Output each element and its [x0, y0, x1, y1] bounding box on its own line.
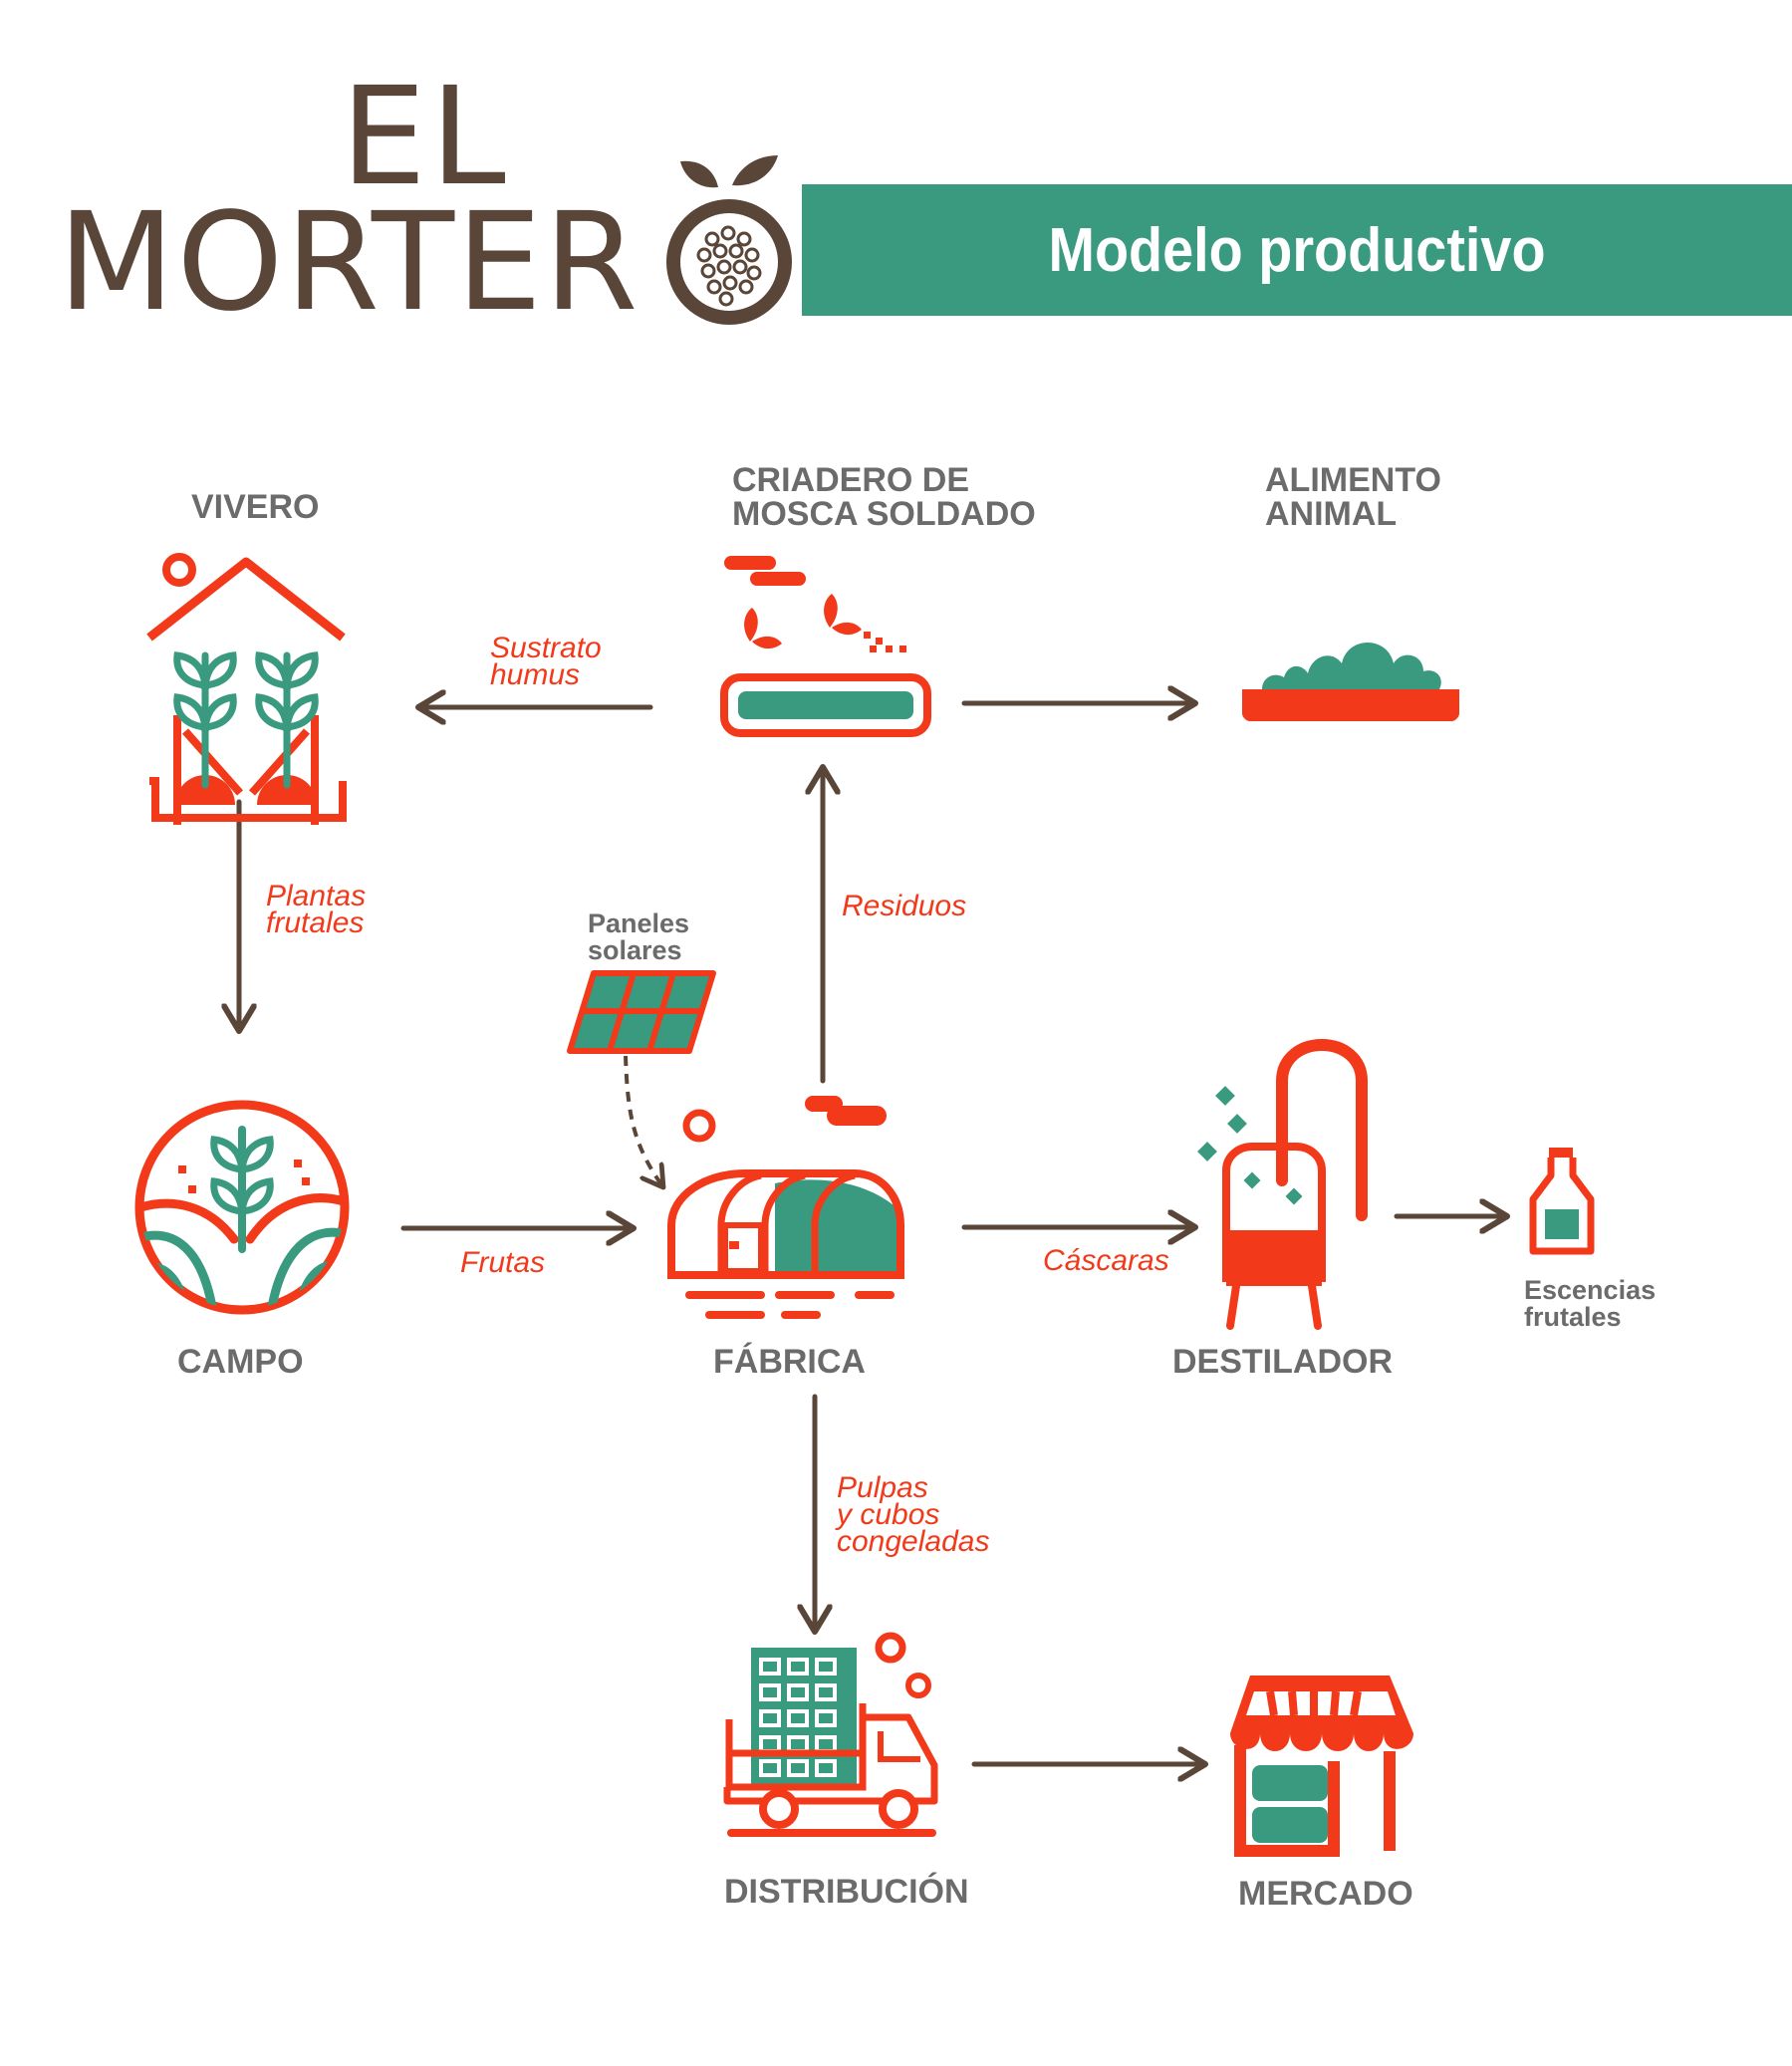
- node-label-paneles-line2: solares: [588, 935, 682, 965]
- mercado-store-icon: [1230, 1676, 1413, 1857]
- flow-label-sustrato-line2: humus: [490, 658, 581, 691]
- node-label-paneles: Paneles solares: [588, 910, 689, 964]
- vivero-greenhouse-icon: [146, 553, 347, 825]
- flow-label-sustrato: Sustrato humus: [490, 632, 602, 691]
- arrow-paneles-to-fabrica: [624, 1055, 663, 1187]
- node-label-alimento-line1: ALIMENTO: [1265, 461, 1441, 499]
- node-label-alimento: ALIMENTO ANIMAL: [1265, 463, 1441, 531]
- flow-label-sustrato-line1: Sustrato: [490, 632, 602, 664]
- logo-mortar-o-icon: [666, 155, 792, 325]
- node-label-criadero-line1: CRIADERO DE: [732, 461, 970, 499]
- flow-label-plantas-line2: frutales: [266, 906, 365, 939]
- node-label-escencias-line2: frutales: [1524, 1302, 1622, 1332]
- node-label-destilador: DESTILADOR: [1172, 1343, 1393, 1381]
- page-title: Modelo productivo: [1048, 215, 1546, 285]
- flow-label-frutas: Frutas: [460, 1246, 546, 1279]
- flow-label-residuos: Residuos: [842, 890, 967, 922]
- destilador-still-icon: [1197, 1038, 1368, 1330]
- node-label-distribucion: DISTRIBUCIÓN: [724, 1873, 969, 1911]
- node-label-paneles-line1: Paneles: [588, 908, 690, 938]
- flow-label-pulpas-line3: congeladas: [837, 1525, 990, 1558]
- node-label-escencias: Escencias frutales: [1524, 1277, 1656, 1331]
- node-label-alimento-line2: ANIMAL: [1265, 495, 1398, 533]
- escencias-bottle-icon: [1529, 1148, 1595, 1255]
- node-label-escencias-line1: Escencias: [1524, 1275, 1657, 1305]
- criadero-larvae-tray-icon: [720, 556, 931, 737]
- node-label-campo: CAMPO: [177, 1343, 304, 1381]
- flow-label-pulpas-line2: y cubos: [837, 1498, 940, 1531]
- solar-panel-icon: [567, 970, 716, 1054]
- node-label-mercado: MERCADO: [1238, 1875, 1413, 1913]
- node-label-criadero-line2: MOSCA SOLDADO: [732, 495, 1036, 533]
- logo-text-morter: MORTER: [58, 184, 640, 342]
- campo-field-icon: [134, 1100, 350, 1315]
- fabrica-greenhouse-icon: [667, 1096, 904, 1319]
- alimento-feed-icon: [1242, 643, 1459, 721]
- flow-label-plantas: Plantas frutales: [266, 880, 367, 939]
- flow-label-pulpas: Pulpas y cubos congeladas: [837, 1471, 990, 1558]
- node-label-criadero: CRIADERO DE MOSCA SOLDADO: [732, 463, 1036, 531]
- flow-label-cascaras: Cáscaras: [1043, 1244, 1169, 1277]
- flow-label-plantas-line1: Plantas: [266, 880, 367, 912]
- title-banner: Modelo productivo: [802, 184, 1792, 316]
- node-label-fabrica: FÁBRICA: [713, 1343, 866, 1381]
- logo-text-el: EL: [341, 59, 510, 216]
- flow-label-pulpas-line1: Pulpas: [837, 1471, 928, 1504]
- distribucion-truck-icon: [723, 1632, 938, 1837]
- node-label-vivero: VIVERO: [191, 488, 320, 526]
